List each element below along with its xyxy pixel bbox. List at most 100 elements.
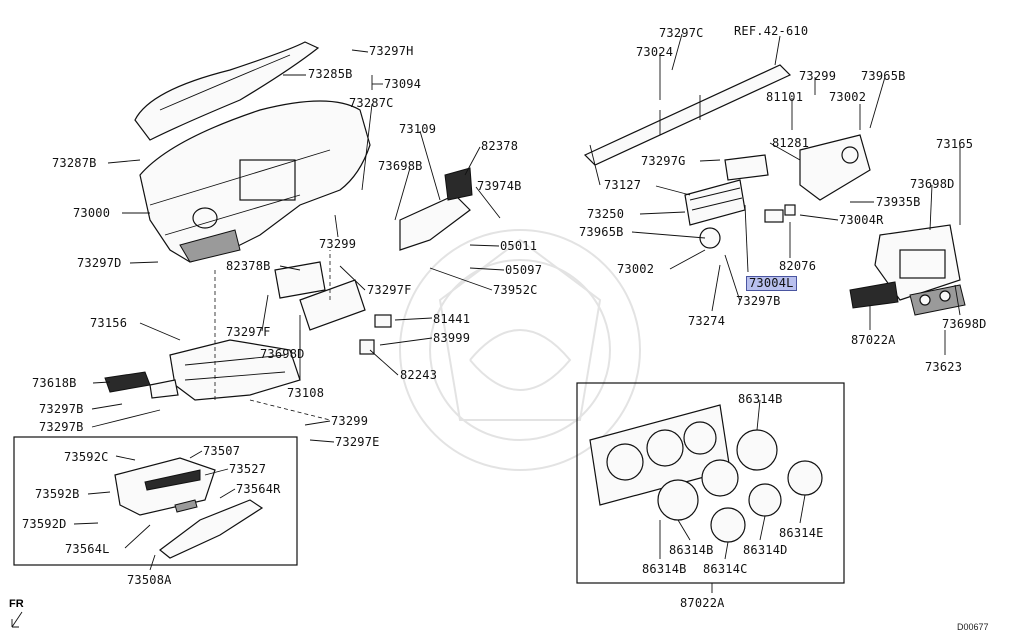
label-86314B-top[interactable]: 86314B — [738, 392, 783, 406]
label-73004L-highlighted[interactable]: 73004L — [746, 276, 797, 291]
leader-line — [394, 317, 433, 321]
assembly-dashed-line — [249, 399, 331, 421]
leader-line — [655, 185, 691, 196]
label-05097[interactable]: 05097 — [505, 263, 543, 277]
label-73935B[interactable]: 73935B — [876, 195, 921, 209]
leader-line — [419, 130, 441, 201]
label-73165[interactable]: 73165 — [936, 137, 974, 151]
label-73274[interactable]: 73274 — [688, 314, 726, 328]
label-73698D-far[interactable]: 73698D — [942, 317, 987, 331]
label-73965B-top[interactable]: 73965B — [861, 69, 906, 83]
label-86314E[interactable]: 86314E — [779, 526, 824, 540]
label-73507[interactable]: 73507 — [203, 444, 241, 458]
label-73109[interactable]: 73109 — [399, 122, 437, 136]
label-73287C[interactable]: 73287C — [349, 96, 394, 110]
leader-lines — [73, 33, 961, 593]
label-73000[interactable]: 73000 — [73, 206, 111, 220]
bezel-73165 — [874, 224, 961, 301]
label-73297F-left[interactable]: 73297F — [226, 325, 271, 339]
label-82076[interactable]: 82076 — [779, 259, 817, 273]
label-73974B[interactable]: 73974B — [477, 179, 522, 193]
label-87022A-right[interactable]: 87022A — [851, 333, 896, 347]
leader-line — [124, 524, 151, 549]
label-73508A[interactable]: 73508A — [127, 573, 172, 587]
leader-line — [304, 420, 331, 426]
label-82378B[interactable]: 82378B — [226, 259, 271, 273]
label-73564R[interactable]: 73564R — [236, 482, 281, 496]
lower-support — [104, 339, 301, 401]
label-73698D-mid[interactable]: 73698D — [260, 347, 305, 361]
label-86314D[interactable]: 86314D — [743, 543, 788, 557]
label-73297H[interactable]: 73297H — [369, 44, 414, 58]
label-73592B[interactable]: 73592B — [35, 487, 80, 501]
leader-line — [799, 214, 839, 221]
label-73287B[interactable]: 73287B — [52, 156, 97, 170]
label-81281[interactable]: 81281 — [772, 136, 810, 150]
label-73297G[interactable]: 73297G — [641, 154, 686, 168]
leader-line — [799, 494, 806, 524]
label-81441[interactable]: 81441 — [433, 312, 471, 326]
label-87022A-box[interactable]: 87022A — [680, 596, 725, 610]
leader-line — [92, 381, 111, 384]
label-83999[interactable]: 83999 — [433, 331, 471, 345]
watermark — [399, 229, 641, 471]
label-73002-low[interactable]: 73002 — [617, 262, 655, 276]
steering-support — [583, 64, 792, 186]
label-73285B[interactable]: 73285B — [308, 67, 353, 81]
leader-line — [769, 142, 801, 161]
label-73618B[interactable]: 73618B — [32, 376, 77, 390]
label-73592C[interactable]: 73592C — [64, 450, 109, 464]
label-73108[interactable]: 73108 — [287, 386, 325, 400]
fr-arrow-icon — [11, 611, 23, 628]
label-73952C[interactable]: 73952C — [493, 283, 538, 297]
heater-control-frame — [576, 382, 845, 584]
label-73297E[interactable]: 73297E — [335, 435, 380, 449]
label-86314C[interactable]: 86314C — [703, 562, 748, 576]
leader-line — [394, 167, 411, 221]
label-86314B-low[interactable]: 86314B — [642, 562, 687, 576]
label-73297C[interactable]: 73297C — [659, 26, 704, 40]
leader-line — [711, 264, 721, 312]
label-73004R[interactable]: 73004R — [839, 213, 884, 227]
center-panel-73108 — [274, 261, 392, 355]
label-73527[interactable]: 73527 — [229, 462, 267, 476]
label-82378[interactable]: 82378 — [481, 139, 519, 153]
label-73002-top[interactable]: 73002 — [829, 90, 867, 104]
label-73297F-right[interactable]: 73297F — [367, 283, 412, 297]
leader-line — [204, 468, 229, 476]
leader-line — [759, 515, 766, 541]
label-73299-right[interactable]: 73299 — [799, 69, 837, 83]
label-73592D[interactable]: 73592D — [22, 517, 67, 531]
label-73297B-c[interactable]: 73297B — [736, 294, 781, 308]
label-73299-mid[interactable]: 73299 — [319, 237, 357, 251]
label-73250[interactable]: 73250 — [587, 207, 625, 221]
label-82243[interactable]: 82243 — [400, 368, 438, 382]
label-ref-42-610[interactable]: REF.42-610 — [734, 24, 809, 38]
leader-line — [91, 409, 161, 428]
label-73623[interactable]: 73623 — [925, 360, 963, 374]
leader-line — [339, 265, 366, 291]
label-86314B-mid[interactable]: 86314B — [669, 543, 714, 557]
label-73094[interactable]: 73094 — [384, 77, 422, 91]
label-73698B-top[interactable]: 73698B — [378, 159, 423, 173]
switch-panels — [849, 281, 966, 316]
label-73127[interactable]: 73127 — [604, 178, 642, 192]
label-73299-low[interactable]: 73299 — [331, 414, 369, 428]
label-73297D[interactable]: 73297D — [77, 256, 122, 270]
label-73564L[interactable]: 73564L — [65, 542, 110, 556]
label-73965B-low[interactable]: 73965B — [579, 225, 624, 239]
center-bracket-73109 — [399, 167, 473, 251]
label-73297B-a[interactable]: 73297B — [39, 402, 84, 416]
label-05011[interactable]: 05011 — [500, 239, 538, 253]
label-73024[interactable]: 73024 — [636, 45, 674, 59]
label-73156[interactable]: 73156 — [90, 316, 128, 330]
leader-line — [774, 35, 781, 66]
leader-line — [469, 267, 505, 271]
label-73297B-b[interactable]: 73297B — [39, 420, 84, 434]
label-81101[interactable]: 81101 — [766, 90, 804, 104]
label-73698D-right[interactable]: 73698D — [910, 177, 955, 191]
leader-line — [261, 294, 269, 332]
leader-line — [91, 403, 123, 410]
